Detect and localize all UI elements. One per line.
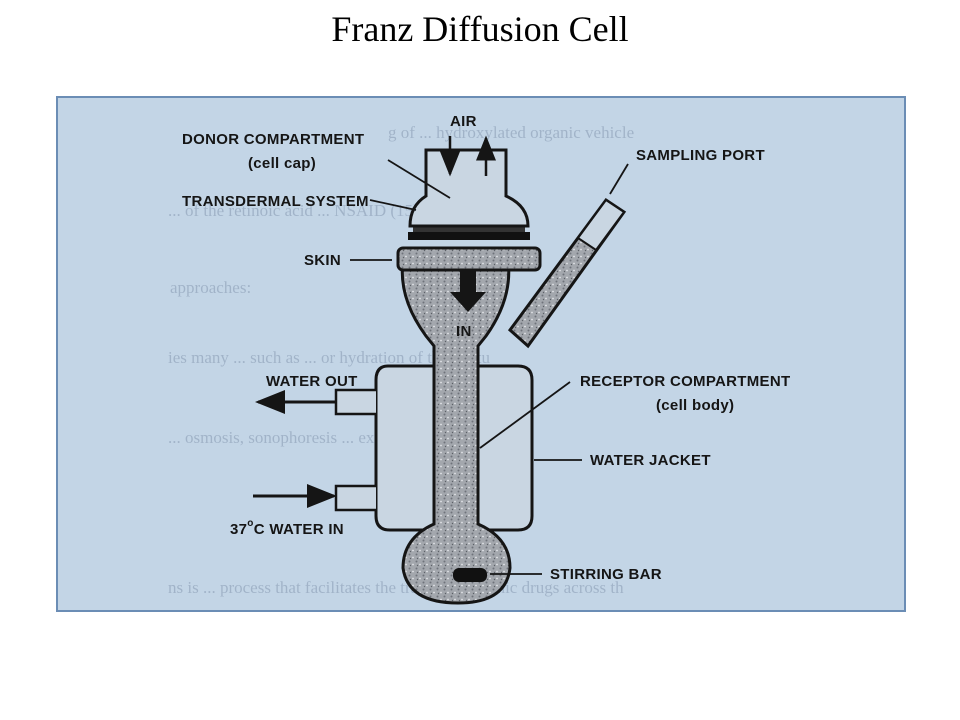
- label-water-in: 37oC WATER IN: [230, 518, 344, 538]
- ghost-line: ... of the retinoic acid ... NSAID (15): [168, 201, 419, 220]
- leader-sampling: [609, 163, 629, 195]
- label-water-out: WATER OUT: [266, 373, 358, 390]
- label-stirring-bar: STIRRING BAR: [550, 566, 662, 583]
- water-in-rest: C WATER IN: [254, 521, 344, 538]
- leader-lines: [350, 159, 629, 575]
- ghost-line: ns is ... process that facilitates the t…: [168, 578, 624, 597]
- label-donor-compartment: DONOR COMPARTMENT: [182, 131, 364, 148]
- label-sampling-port: SAMPLING PORT: [636, 147, 765, 164]
- sampling-port-empty: [576, 198, 626, 252]
- label-receptor-compartment-sub: (cell body): [656, 397, 734, 414]
- skin-flange: [396, 246, 542, 272]
- label-donor-compartment-sub: (cell cap): [248, 155, 316, 172]
- label-flow-in: IN: [456, 323, 472, 340]
- receptor-compartment: [400, 258, 512, 605]
- leader-transdermal: [369, 199, 417, 211]
- ghost-line: g of ... hydroxylated organic vehicle: [388, 123, 634, 142]
- slide-title: Franz Diffusion Cell: [331, 9, 629, 49]
- franz-cell-diagram: g of ... hydroxylated organic vehicle ..…: [58, 98, 904, 610]
- leader-donor: [387, 159, 451, 199]
- water-in-port: [334, 484, 376, 512]
- stirring-bar: [453, 568, 487, 582]
- ghost-line: ies many ... such as ... or hydration of…: [168, 348, 490, 367]
- label-skin: SKIN: [304, 252, 341, 269]
- water-in-temp: 37: [230, 521, 247, 538]
- label-water-jacket: WATER JACKET: [590, 452, 711, 469]
- skin-membrane: [408, 232, 530, 240]
- ghost-line: approaches:: [170, 278, 251, 297]
- donor-compartment: [408, 148, 530, 228]
- diagram-figure: g of ... hydroxylated organic vehicle ..…: [56, 96, 906, 612]
- label-receptor-compartment: RECEPTOR COMPARTMENT: [580, 373, 790, 390]
- water-out-port: [334, 388, 376, 416]
- label-transdermal-system: TRANSDERMAL SYSTEM: [182, 193, 369, 210]
- transdermal-layer: [413, 226, 525, 232]
- label-air: AIR: [450, 113, 477, 130]
- flow-arrow: [450, 270, 486, 312]
- leader-receptor: [479, 381, 571, 449]
- water-in-degree: o: [247, 518, 253, 529]
